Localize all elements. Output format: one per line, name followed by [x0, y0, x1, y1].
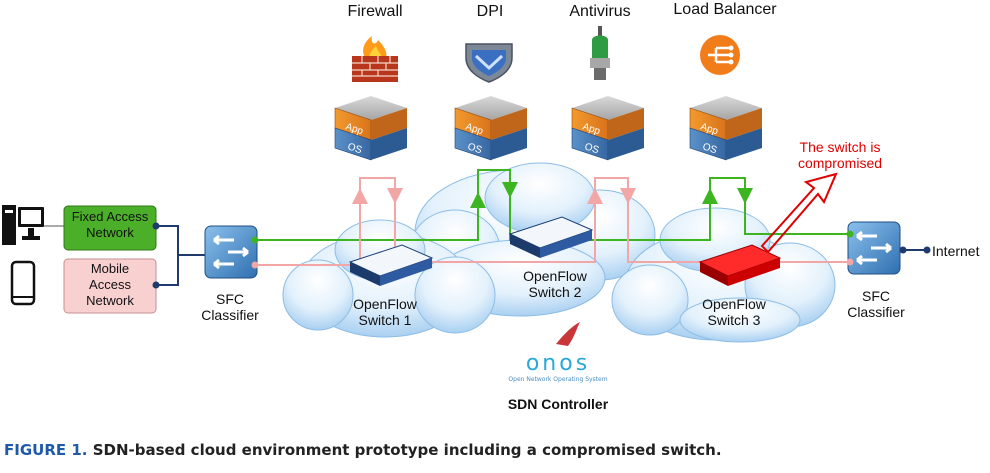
- svg-text:OS: OS: [583, 141, 600, 156]
- vm-stack-dpi: App OS: [454, 96, 527, 161]
- onos-bird-icon: [556, 322, 580, 346]
- internet-label: Internet: [932, 243, 980, 259]
- svg-text:App: App: [699, 121, 720, 137]
- firewall-icon: [352, 36, 398, 82]
- mobile-phone-icon: [10, 260, 36, 306]
- svg-text:OS: OS: [346, 141, 363, 156]
- figure-caption-text: SDN-based cloud environment prototype in…: [92, 441, 722, 459]
- vm-stack-antivirus: App OS: [571, 96, 644, 161]
- vm-stack-load-balancer: App OS: [689, 96, 762, 161]
- vnf-label-load-balancer: Load Balancer: [673, 1, 777, 18]
- sfc-classifier-right-icon: [847, 221, 901, 275]
- desktop-icon: [2, 205, 44, 245]
- shield-icon: [465, 43, 513, 83]
- openflow-switch-1-icon: [348, 244, 434, 286]
- vnf-label-antivirus: Antivirus: [569, 3, 631, 20]
- green-service-path: [255, 169, 850, 241]
- onos-logo: onos: [526, 351, 590, 376]
- figure-number: FIGURE 1.: [4, 441, 88, 459]
- antivirus-icon: [590, 26, 610, 80]
- load-balancer-icon: [700, 35, 740, 75]
- vm-stack-firewall: App OS: [334, 96, 407, 161]
- svg-text:OS: OS: [701, 141, 718, 156]
- svg-text:App: App: [464, 121, 485, 137]
- svg-text:OS: OS: [466, 141, 483, 156]
- openflow-switch-3-compromised-icon: [698, 244, 782, 286]
- vnf-label-dpi: DPI: [476, 3, 504, 20]
- openflow-switch-2-icon: [508, 216, 594, 258]
- figure-caption: FIGURE 1. SDN-based cloud environment pr…: [4, 441, 722, 459]
- sdn-controller-label: SDN Controller: [507, 396, 609, 412]
- svg-text:App: App: [581, 121, 602, 137]
- compromised-arrow: [760, 172, 838, 254]
- onos-logo-subtitle: Open Network Operating System: [508, 376, 607, 383]
- sfc-classifier-left-icon: [204, 225, 258, 279]
- vnf-label-firewall: Firewall: [347, 3, 403, 20]
- cloud-switch-1: [282, 219, 496, 338]
- svg-text:App: App: [344, 121, 365, 137]
- pink-service-path: [255, 177, 850, 266]
